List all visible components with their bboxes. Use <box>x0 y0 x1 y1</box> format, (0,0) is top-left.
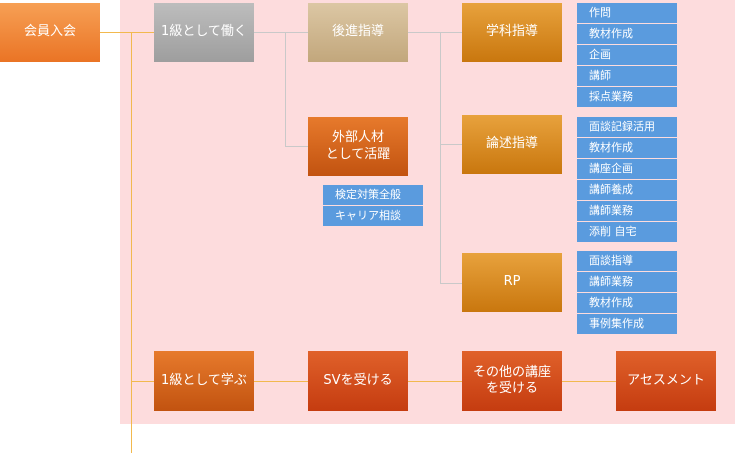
list-item-gakka: 採点業務 <box>577 87 677 107</box>
node-assessment: アセスメント <box>616 351 716 411</box>
connector-gakka-vertical <box>440 32 441 284</box>
node-kouhai-shidou: 後進指導 <box>308 3 408 62</box>
list-item-gakka: 作問 <box>577 3 677 23</box>
connector-gaibu-vertical <box>285 32 286 147</box>
list-item-gakka: 企画 <box>577 45 677 65</box>
node-gakka-shidou: 学科指導 <box>462 3 562 62</box>
list-item-ronjutsu: 講師業務 <box>577 201 677 221</box>
connector-to-rp <box>440 283 462 284</box>
list-item-rp: 面談指導 <box>577 251 677 271</box>
connector-sonota-assessment <box>562 381 616 382</box>
connector-kouhai-gakka <box>408 32 462 33</box>
connector-kaiin-out <box>100 32 132 33</box>
connector-main-vertical <box>131 32 132 453</box>
list-item-gaibu: 検定対策全般 <box>323 185 423 205</box>
connector-to-gaibu <box>285 146 308 147</box>
list-item-rp: 講師業務 <box>577 272 677 292</box>
connector-sv-sonota <box>408 381 462 382</box>
node-ronjutsu-shidou: 論述指導 <box>462 115 562 174</box>
list-item-gakka: 講師 <box>577 66 677 86</box>
list-item-ronjutsu: 面談記録活用 <box>577 117 677 137</box>
list-item-gaibu: キャリア相談 <box>323 206 423 226</box>
list-item-ronjutsu: 添削 自宅 <box>577 222 677 242</box>
list-item-ronjutsu: 講師養成 <box>577 180 677 200</box>
list-item-ronjutsu: 講座企画 <box>577 159 677 179</box>
node-gaibu-jinzai: 外部人材 として活躍 <box>308 117 408 176</box>
connector-to-manabu <box>131 381 154 382</box>
connector-to-hataraku <box>131 32 154 33</box>
node-sv-ukeru: SVを受ける <box>308 351 408 411</box>
connector-hataraku-kouhai <box>254 32 308 33</box>
list-item-rp: 事例集作成 <box>577 314 677 334</box>
node-rp: RP <box>462 253 562 312</box>
node-1kyu-hataraku: 1級として働く <box>154 3 254 62</box>
list-item-gakka: 教材作成 <box>577 24 677 44</box>
list-item-rp: 教材作成 <box>577 293 677 313</box>
node-1kyu-manabu: 1級として学ぶ <box>154 351 254 411</box>
node-sonota-kouza: その他の講座 を受ける <box>462 351 562 411</box>
connector-to-ronjutsu <box>440 144 462 145</box>
list-item-ronjutsu: 教材作成 <box>577 138 677 158</box>
connector-manabu-sv <box>254 381 308 382</box>
node-kaiin-nyukai: 会員入会 <box>0 3 100 62</box>
